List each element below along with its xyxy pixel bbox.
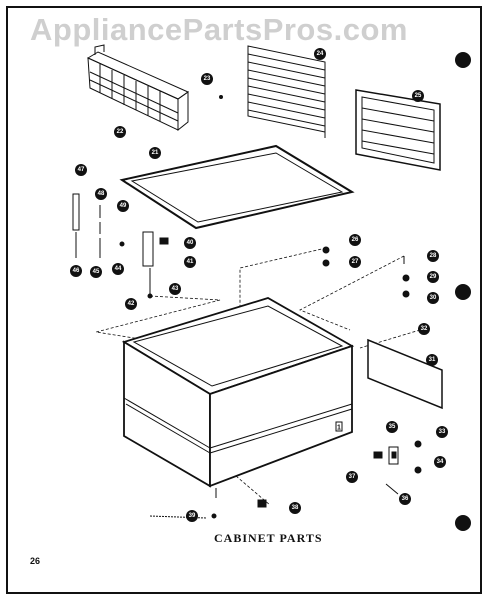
callout-26: 26: [349, 234, 361, 246]
diagram-caption: CABINET PARTS: [214, 531, 323, 545]
page-border: [6, 6, 482, 594]
svg-text:44: 44: [115, 266, 122, 272]
callout-49: 49: [117, 200, 129, 212]
svg-text:45: 45: [93, 269, 100, 275]
callout-21: 21: [149, 147, 161, 159]
punch-hole-middle: [455, 284, 471, 300]
back-panel: [355, 89, 441, 171]
callout-31: 31: [426, 354, 438, 366]
svg-text:31: 31: [429, 357, 436, 363]
hinge-assembly: [72, 193, 169, 299]
svg-text:29: 29: [430, 274, 437, 280]
callout-48: 48: [95, 188, 107, 200]
callout-44: 44: [112, 263, 124, 275]
wire-basket: [86, 44, 190, 132]
svg-text:34: 34: [437, 459, 444, 465]
callout-24: 24: [314, 48, 326, 60]
svg-text:27: 27: [352, 259, 359, 265]
svg-text:41: 41: [187, 259, 194, 265]
svg-text:32: 32: [421, 326, 428, 332]
svg-text:43: 43: [172, 286, 179, 292]
svg-text:42: 42: [128, 301, 135, 307]
callout-27: 27: [349, 256, 361, 268]
svg-text:47: 47: [78, 167, 85, 173]
watermark: AppliancePartsPros.com: [30, 12, 408, 47]
svg-text:35: 35: [389, 424, 396, 430]
callout-1: 1: [337, 425, 341, 432]
callout-34: 34: [434, 456, 446, 468]
callout-32: 32: [418, 323, 430, 335]
svg-text:24: 24: [317, 51, 324, 57]
callout-33: 33: [436, 426, 448, 438]
svg-text:28: 28: [430, 253, 437, 259]
page-number: 26: [30, 556, 41, 566]
callout-41: 41: [184, 256, 196, 268]
callout-42: 42: [125, 298, 137, 310]
svg-text:46: 46: [73, 268, 80, 274]
svg-text:36: 36: [402, 496, 409, 502]
callout-35: 35: [386, 421, 398, 433]
svg-text:39: 39: [189, 513, 196, 519]
callout-30: 30: [427, 292, 439, 304]
callout-43: 43: [169, 283, 181, 295]
callout-45: 45: [90, 266, 102, 278]
svg-text:23: 23: [204, 76, 211, 82]
callout-39: 39: [186, 510, 198, 522]
svg-text:37: 37: [349, 474, 356, 480]
punch-hole-bottom: [455, 515, 471, 531]
fastener-set: [322, 246, 410, 298]
svg-text:21: 21: [152, 150, 159, 156]
callout-40: 40: [184, 237, 196, 249]
lid-gasket: [119, 144, 355, 230]
callout-46: 46: [70, 265, 82, 277]
screw-23: [219, 95, 223, 99]
svg-text:26: 26: [352, 237, 359, 243]
kick-plate: [367, 338, 443, 410]
svg-text:1: 1: [337, 425, 341, 432]
punch-hole-top: [455, 52, 471, 68]
callout-25: 25: [412, 90, 424, 102]
svg-text:25: 25: [415, 93, 422, 99]
callout-29: 29: [427, 271, 439, 283]
svg-text:30: 30: [430, 295, 437, 301]
svg-text:22: 22: [117, 129, 124, 135]
callout-37: 37: [346, 471, 358, 483]
svg-text:40: 40: [187, 240, 194, 246]
callout-22: 22: [114, 126, 126, 138]
svg-text:49: 49: [120, 203, 127, 209]
svg-text:38: 38: [292, 505, 299, 511]
callout-38: 38: [289, 502, 301, 514]
svg-text:33: 33: [439, 429, 446, 435]
svg-text:48: 48: [98, 191, 105, 197]
callout-23: 23: [201, 73, 213, 85]
cabinet-body: [121, 297, 355, 488]
callout-47: 47: [75, 164, 87, 176]
part-callouts: 22 23 24 25 21 47 48 49 40 41 44 45 46 4…: [70, 48, 448, 522]
callout-36: 36: [399, 493, 411, 505]
condenser-grille: [247, 45, 326, 138]
callout-28: 28: [427, 250, 439, 262]
control-components: [149, 440, 422, 519]
